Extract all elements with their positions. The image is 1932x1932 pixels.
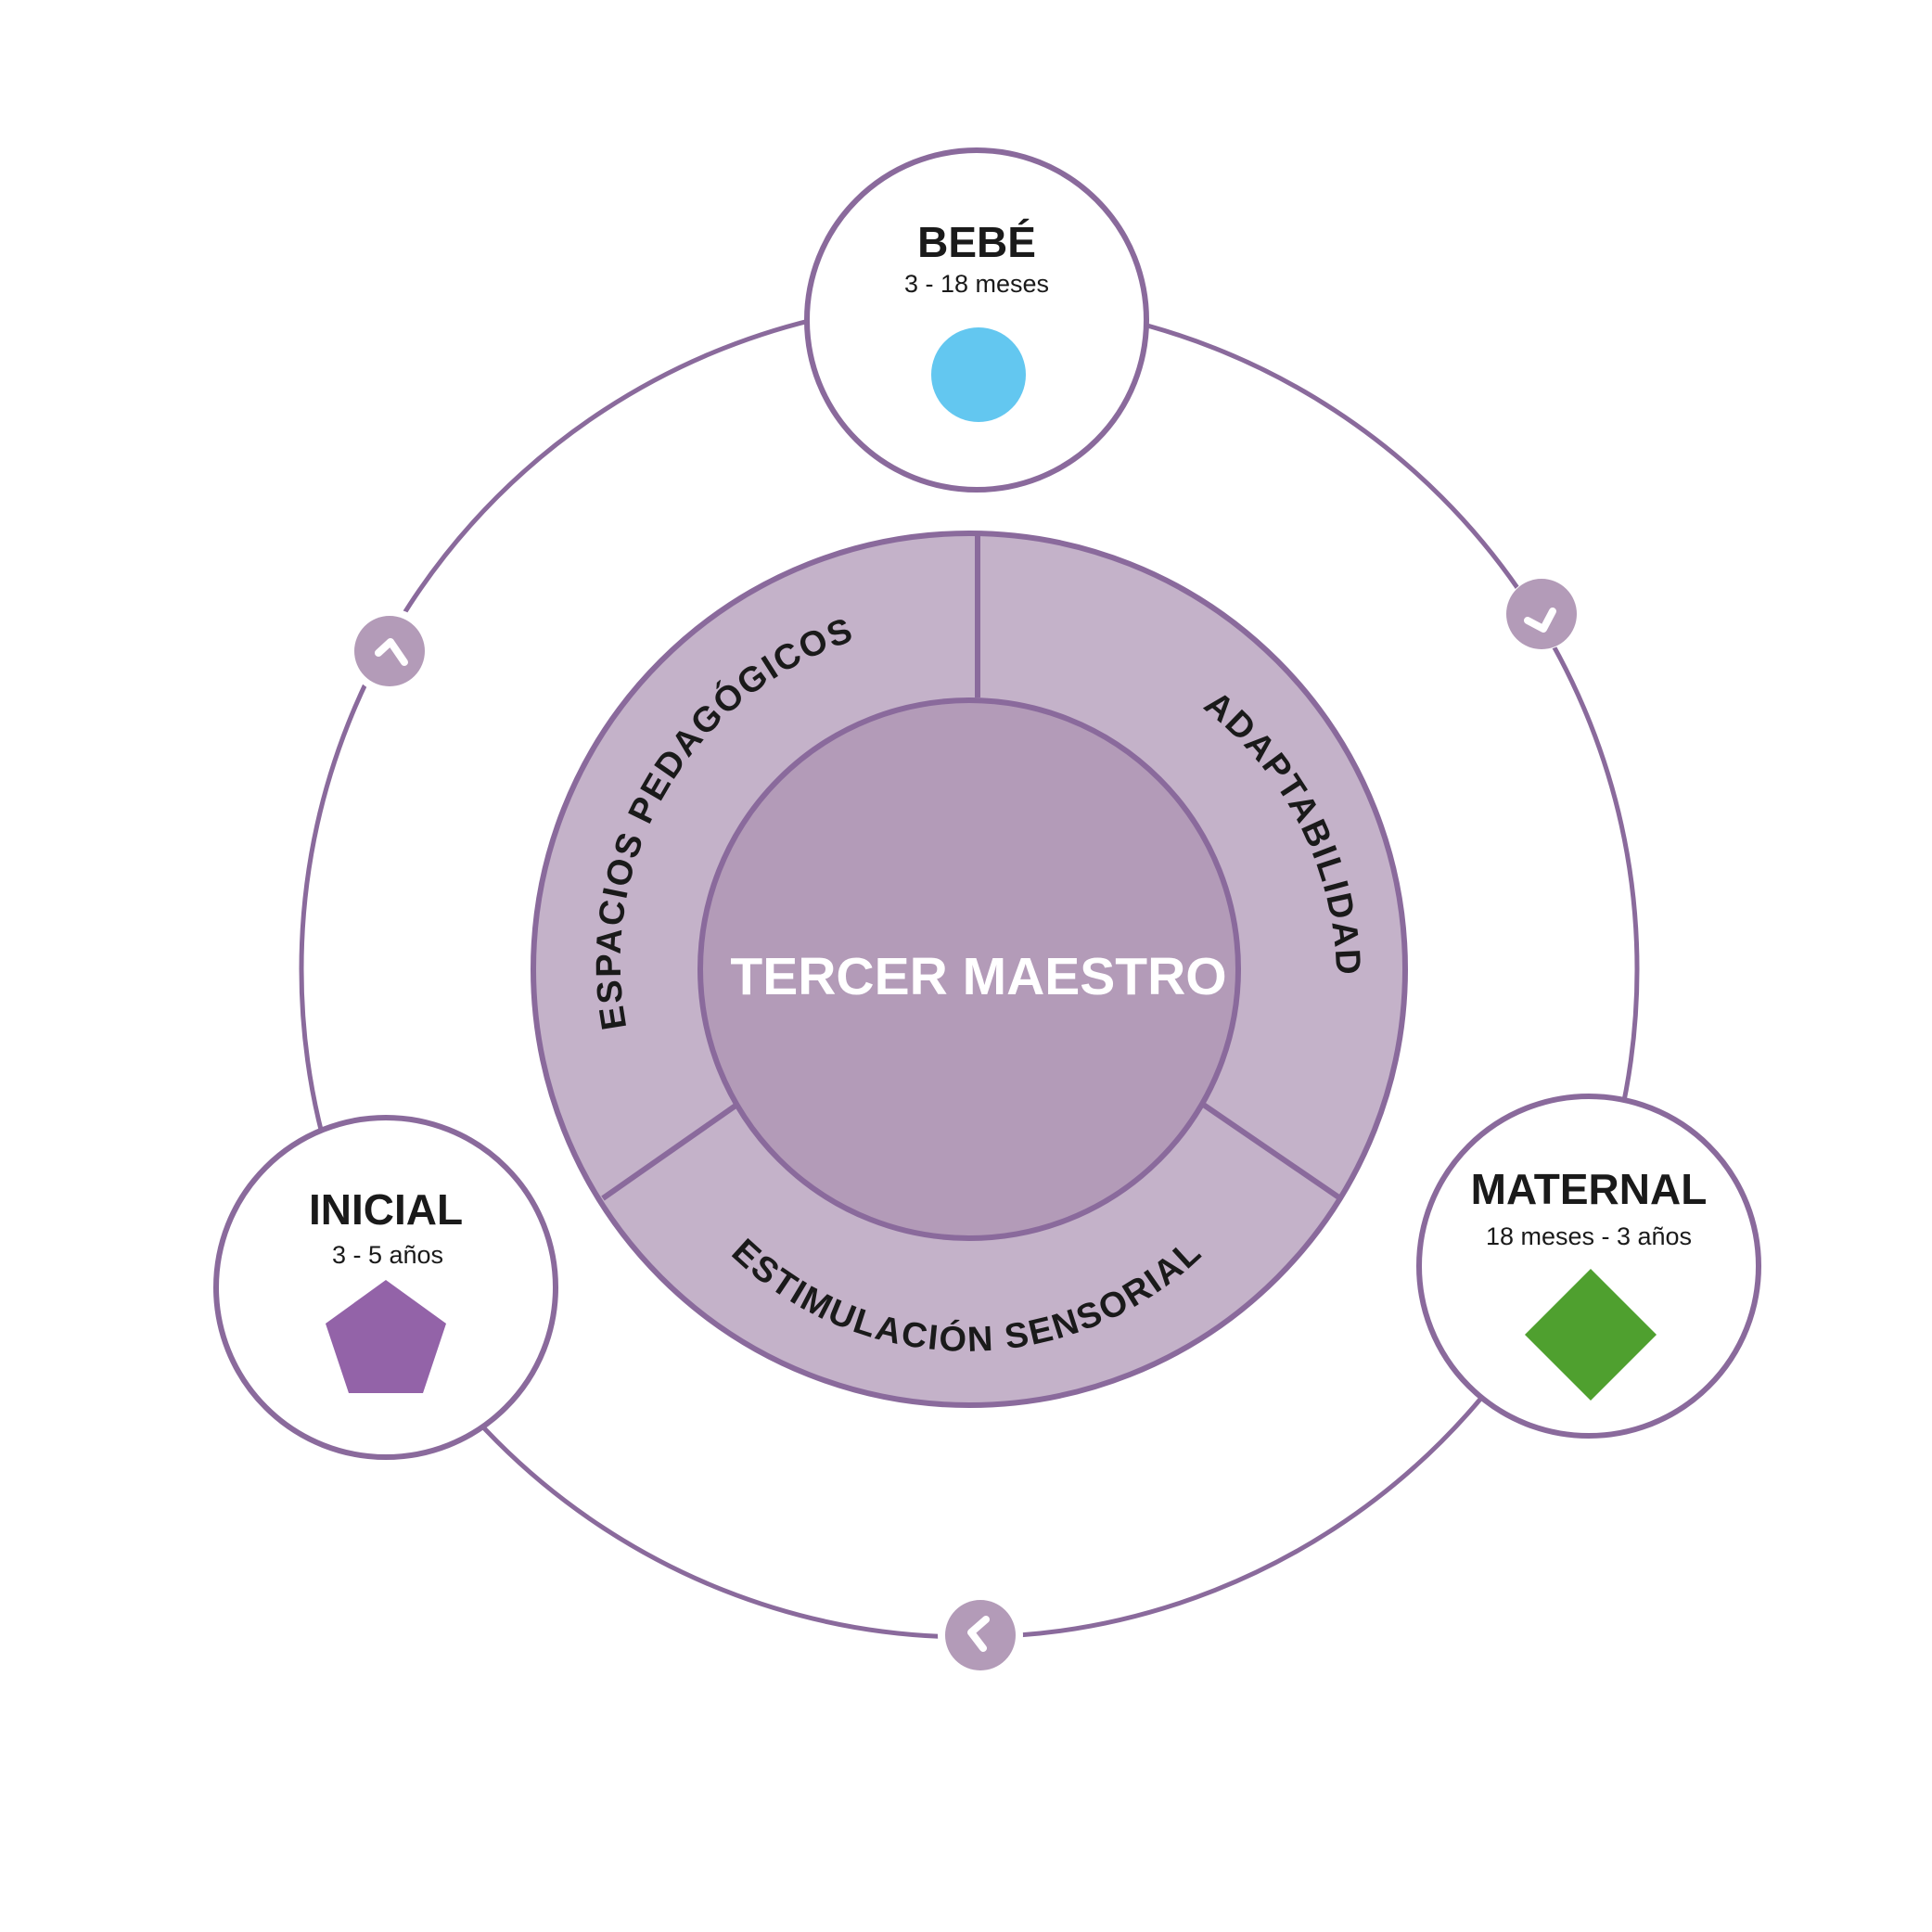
chevron-arrow-icon xyxy=(938,1593,1023,1678)
diamond-shape-icon xyxy=(1525,1269,1657,1401)
stage-subtitle: 18 meses - 3 años xyxy=(1486,1222,1692,1250)
stage-title: MATERNAL xyxy=(1471,1165,1708,1213)
stage-title: BEBÉ xyxy=(917,218,1036,266)
core-circle xyxy=(697,697,1241,1241)
core-label: TERCER MAESTRO xyxy=(730,947,1226,1006)
divider-right xyxy=(1200,1101,1342,1201)
divider-left xyxy=(601,1101,740,1201)
circle-shape-icon xyxy=(931,327,1026,422)
stage-subtitle: 3 - 5 años xyxy=(332,1241,443,1269)
stage-subtitle: 3 - 18 meses xyxy=(904,270,1049,298)
chevron-arrow-icon xyxy=(1505,578,1578,650)
pentagon-shape-icon xyxy=(326,1280,446,1393)
stage-node-maternal: MATERNAL 18 meses - 3 años xyxy=(1416,1094,1761,1439)
chevron-arrow-icon xyxy=(347,608,432,694)
stage-title: INICIAL xyxy=(309,1185,463,1234)
stage-node-bebe: BEBÉ 3 - 18 meses xyxy=(804,147,1149,493)
stage-node-inicial: INICIAL 3 - 5 años xyxy=(213,1115,558,1460)
